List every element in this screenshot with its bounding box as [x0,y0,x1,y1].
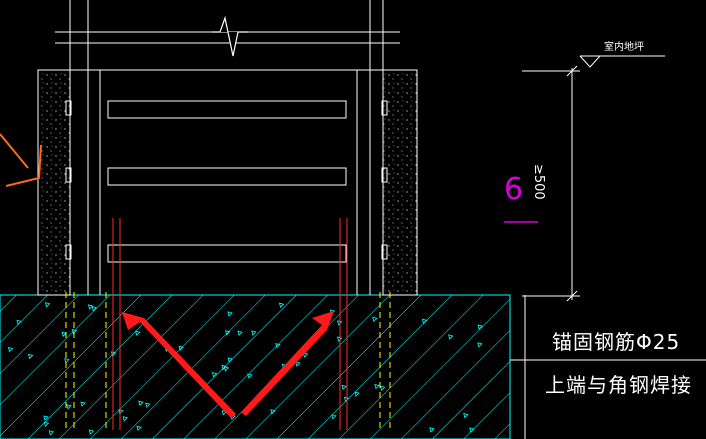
note-anchor-rebar: 锚固钢筋Φ25 [552,330,681,354]
aggregate-mark [469,427,475,433]
dimension-label: ≥500 [531,164,546,200]
aggregate-mark [16,319,22,326]
detail-mark: 6 [504,172,524,207]
elevation-triangle-icon [579,55,665,68]
aggregate-mark [374,383,380,390]
column-outline [55,0,400,295]
aggregate-mark [178,345,184,351]
aggregate-mark [91,306,98,312]
aggregate-mark [331,414,337,420]
zigzag-break-icon [212,15,248,57]
aggregate-mark [135,330,141,337]
note-lines [510,295,706,439]
aggregate-mark [122,416,128,422]
aggregate-mark [28,353,34,360]
aggregate-mark [43,415,49,421]
aggregate-mark [118,409,124,415]
aggregate-mark [66,404,72,410]
aggregate-mark [48,430,55,436]
note-weld: 上端与角钢焊接 [545,373,692,397]
aggregate-mark [223,366,230,372]
floor-level-label: 室内地坪 [604,42,644,53]
aggregate-mark [429,427,435,433]
aggregate-mark [71,329,78,335]
aggregate-mark [278,302,285,308]
aggregate-mark [302,352,309,358]
dimension-line [522,65,580,302]
aggregate-mark [221,410,228,416]
aggregate-mark [275,343,281,349]
aggregate-mark [7,346,14,353]
aggregate-mark [88,429,95,435]
aggregate-mark [270,409,276,415]
aggregate-mark [477,342,483,348]
side-arrow [0,133,42,187]
aggregate-mark [110,351,117,357]
aggregate-mark [227,357,233,363]
aggregate-mark [136,425,142,432]
aggregate-mark [61,331,67,337]
aggregate-mark [251,330,257,336]
plaster-panel-left [37,69,71,296]
aggregate-mark [247,373,253,379]
aggregate-mark [138,400,144,406]
embedded-rebars-dashed [65,292,391,430]
aggregate-mark [145,402,151,408]
aggregate-mark [80,401,86,407]
aggregate-mark [237,330,243,336]
aggregate-mark [372,316,378,323]
aggregate-mark [463,413,469,419]
clips [65,100,388,260]
aggregate-mark [380,385,386,391]
annotation-arrows [122,311,334,418]
plaster-panel-right [382,69,418,296]
aggregate-mark [211,372,218,378]
foundation-concrete [0,294,511,439]
aggregate-mark [448,334,454,340]
aggregate-mark [341,384,347,391]
angle-bars [107,100,347,263]
aggregate-mark [227,311,233,317]
aggregate-mark [44,302,51,308]
aggregate-mark [87,304,94,310]
aggregate-mark [477,324,483,330]
aggregate-mark [43,421,50,428]
aggregate-mark [221,364,227,371]
aggregate-mark [354,391,360,397]
anchor-rebars [112,218,348,430]
aggregate-mark [295,361,301,367]
aggregate-mark [64,358,70,364]
aggregate-mark [225,330,231,336]
aggregate-mark [421,318,428,325]
